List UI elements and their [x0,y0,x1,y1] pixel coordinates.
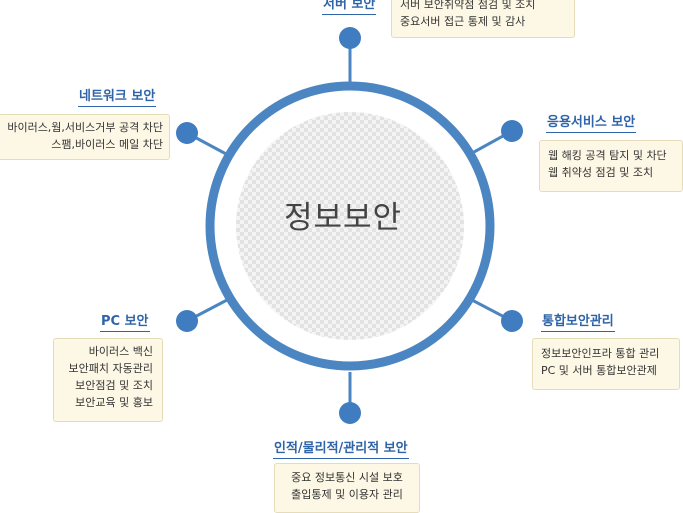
node-network-dot [176,122,198,144]
pc-security-box: 바이러스 백신 보안패치 자동관리 보안점검 및 조치 보안교육 및 홍보 [53,338,163,422]
center-fill [236,112,464,340]
center-label: 정보보안 [283,200,403,236]
integrated-security-title: 통합보안관리 [541,313,615,332]
integrated-security-line-1: 정보보안인프라 통합 관리 [541,347,660,360]
node-physical-dot [339,402,361,424]
integrated-security-line-2: PC 및 서버 통합보안관제 [541,364,657,377]
pc-security-line-1: 바이러스 백신 [88,345,153,358]
node-app-dot [501,120,523,142]
server-security-title: 서버 보안 [322,0,377,15]
physical-security-box: 중요 정보통신 시설 보호 출입통제 및 이용자 관리 [274,463,420,513]
app-security-line-1: 웹 해킹 공격 탐지 및 차단 [548,149,667,162]
pc-security-title: PC 보안 [100,313,150,332]
pc-security-line-2: 보안패치 자동관리 [68,362,153,375]
node-server-dot [339,27,361,49]
app-security-box: 웹 해킹 공격 탐지 및 차단 웹 취약성 점검 및 조치 [539,140,683,192]
physical-security-line-1: 중요 정보통신 시설 보호 [291,471,403,484]
network-security-box: 바이러스,웜,서비스거부 공격 차단 스팸,바이러스 메일 차단 [0,114,170,160]
server-security-line-2: 중요서버 접근 통제 및 감사 [400,15,526,28]
node-integrated-dot [501,310,523,332]
pc-security-line-4: 보안교육 및 홍보 [75,396,153,409]
network-security-line-1: 바이러스,웜,서비스거부 공격 차단 [7,121,163,134]
physical-security-title: 인적/물리적/관리적 보안 [273,440,409,459]
server-security-box: 서버 보안취약점 점검 및 조치 중요서버 접근 통제 및 감사 [391,0,575,38]
network-security-line-2: 스팸,바이러스 메일 차단 [51,138,163,151]
physical-security-line-2: 출입통제 및 이용자 관리 [291,488,403,501]
integrated-security-box: 정보보안인프라 통합 관리 PC 및 서버 통합보안관제 [532,338,680,390]
pc-security-line-3: 보안점검 및 조치 [75,379,153,392]
network-security-title: 네트워크 보안 [78,88,157,107]
server-security-line-1: 서버 보안취약점 점검 및 조치 [400,0,536,11]
node-pc-dot [176,310,198,332]
app-security-line-2: 웹 취약성 점검 및 조치 [548,166,654,179]
app-security-title: 응용서비스 보안 [546,114,637,133]
